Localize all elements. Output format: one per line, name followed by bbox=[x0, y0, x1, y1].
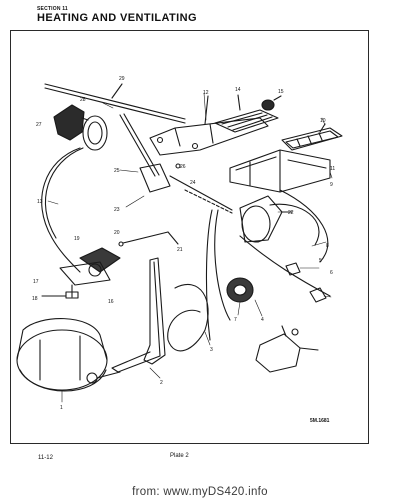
screw bbox=[118, 231, 179, 247]
cables bbox=[41, 147, 331, 341]
callout-16: 16 bbox=[108, 299, 114, 305]
callout-28: 28 bbox=[80, 97, 86, 103]
callout-10: 10 bbox=[320, 118, 326, 124]
callout-2: 2 bbox=[160, 380, 163, 386]
callout-8: 8 bbox=[326, 243, 329, 249]
callout-17: 17 bbox=[33, 279, 39, 285]
callout-19: 19 bbox=[74, 236, 80, 242]
control-rod bbox=[44, 83, 186, 124]
water-valve bbox=[255, 325, 319, 373]
leader-lines bbox=[47, 92, 333, 403]
vent-grille bbox=[214, 94, 279, 133]
callout-27: 27 bbox=[36, 122, 42, 128]
page-title: HEATING AND VENTILATING bbox=[37, 12, 197, 24]
callout-1: 1 bbox=[60, 405, 63, 411]
callout-21: 21 bbox=[177, 247, 183, 253]
blower-motor bbox=[239, 195, 293, 243]
callout-4: 4 bbox=[261, 317, 264, 323]
callout-3: 3 bbox=[210, 347, 213, 353]
callout-11: 11 bbox=[330, 166, 335, 172]
callout-25: 25 bbox=[114, 168, 120, 174]
diagram-frame bbox=[10, 30, 369, 444]
source-url: from: www.myDS420.info bbox=[132, 486, 268, 498]
switch-assembly bbox=[41, 247, 121, 299]
clips bbox=[285, 262, 327, 303]
section-label: SECTION 11 bbox=[37, 6, 68, 12]
flap-bracket bbox=[149, 95, 269, 156]
callout-7: 7 bbox=[234, 317, 237, 323]
callout-18: 18 bbox=[32, 296, 38, 302]
callout-9: 9 bbox=[330, 182, 333, 188]
callout-14: 14 bbox=[235, 87, 241, 93]
callout-23: 23 bbox=[114, 207, 120, 213]
callout-6: 6 bbox=[330, 270, 333, 276]
callout-15: 15 bbox=[278, 89, 284, 95]
outlet-panel bbox=[281, 123, 343, 151]
heater-box bbox=[229, 149, 331, 193]
plate-label: Plate 2 bbox=[170, 453, 189, 459]
callout-5: 5 bbox=[319, 258, 322, 264]
small-knob bbox=[261, 95, 282, 111]
page-number: 11-12 bbox=[38, 455, 53, 461]
callout-24: 24 bbox=[190, 180, 196, 186]
callout-22: 22 bbox=[288, 210, 294, 216]
grommet bbox=[226, 277, 254, 303]
reference-code: 5M.1681 bbox=[310, 418, 330, 424]
water-hose bbox=[111, 257, 166, 373]
callout-26: 26 bbox=[180, 164, 186, 170]
callout-29: 29 bbox=[119, 76, 125, 82]
control-lever bbox=[119, 113, 233, 214]
control-knob bbox=[53, 104, 108, 151]
callout-20: 20 bbox=[114, 230, 120, 236]
coiled-hose bbox=[167, 283, 209, 352]
callout-12: 12 bbox=[203, 90, 209, 96]
callout-13: 13 bbox=[37, 199, 43, 205]
heater-unit bbox=[16, 318, 121, 392]
